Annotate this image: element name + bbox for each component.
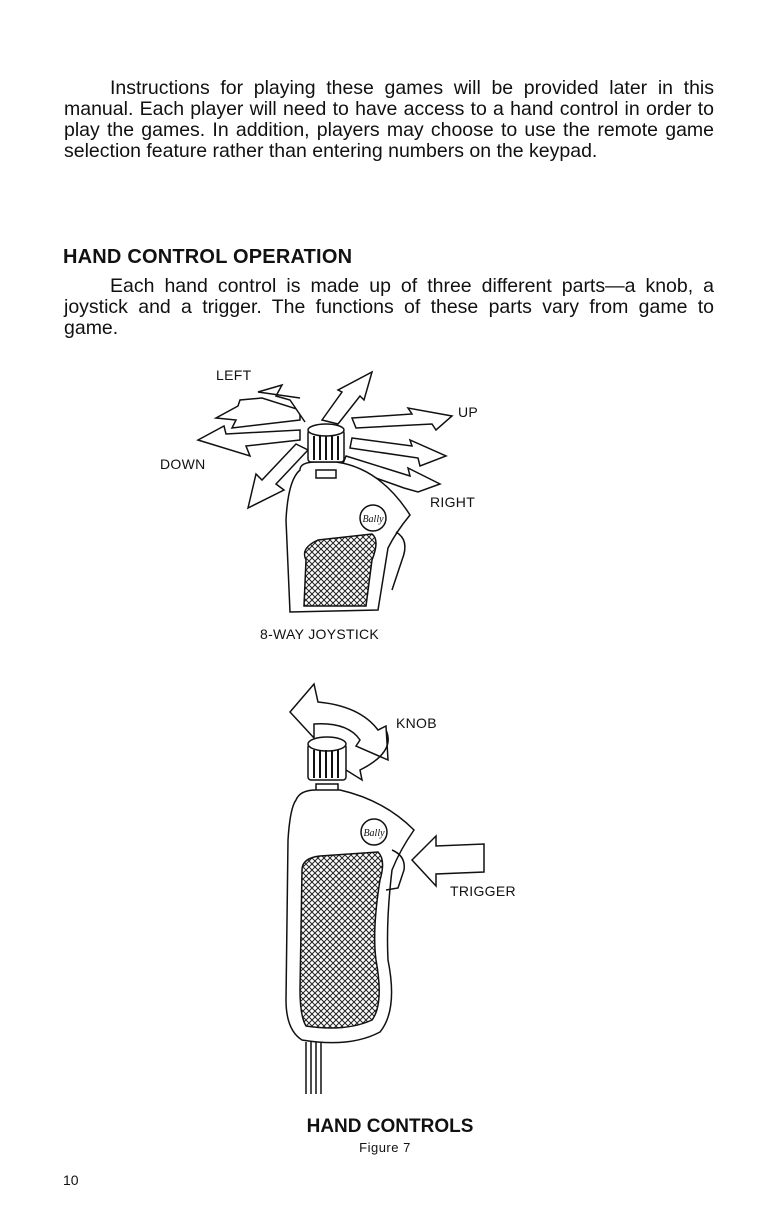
arrow-up-icon	[320, 370, 374, 425]
joystick-caption: 8-WAY JOYSTICK	[260, 626, 380, 642]
joystick-grip-pattern	[303, 533, 377, 607]
bally-logo-icon	[359, 504, 387, 532]
trigger-arrow-icon	[410, 834, 485, 888]
label-down: DOWN	[160, 456, 206, 472]
hand-control-trigger	[385, 849, 405, 891]
figure-title: HAND CONTROLS	[306, 1116, 474, 1137]
figure-number: Figure 7	[359, 1140, 411, 1155]
arrow-up-right-icon	[350, 406, 454, 432]
page-number: 10	[63, 1172, 79, 1188]
arrow-left-icon	[257, 383, 306, 423]
section-heading: HAND CONTROL OPERATION	[63, 246, 353, 268]
intro-text: Instructions for playing these games wil…	[64, 77, 714, 162]
joystick-trigger	[391, 531, 406, 591]
label-trigger: TRIGGER	[450, 883, 516, 899]
arrow-down-icon	[246, 443, 310, 510]
knob-rotate-arrow-icon	[288, 682, 389, 762]
arrow-up-left-icon	[213, 397, 301, 429]
arrow-down-left-icon	[196, 424, 301, 458]
svg-text:Bally: Bally	[363, 828, 385, 839]
arrow-right-icon	[349, 437, 448, 468]
bally-logo-icon	[360, 818, 388, 846]
label-left: LEFT	[216, 367, 252, 383]
hand-control-cable	[305, 1042, 322, 1094]
svg-text:Bally: Bally	[362, 514, 384, 525]
label-up: UP	[458, 404, 479, 420]
intro-paragraph: Instructions for playing these games wil…	[64, 78, 714, 162]
section-paragraph: Each hand control is made up of three di…	[64, 276, 714, 339]
hand-control-drawing: Bally	[285, 682, 485, 1094]
label-right: RIGHT	[430, 494, 476, 510]
section-text: Each hand control is made up of three di…	[64, 275, 714, 339]
hand-control-grip-pattern	[299, 851, 384, 1029]
joystick-drawing: Bally	[196, 370, 454, 613]
label-knob: KNOB	[396, 715, 437, 731]
